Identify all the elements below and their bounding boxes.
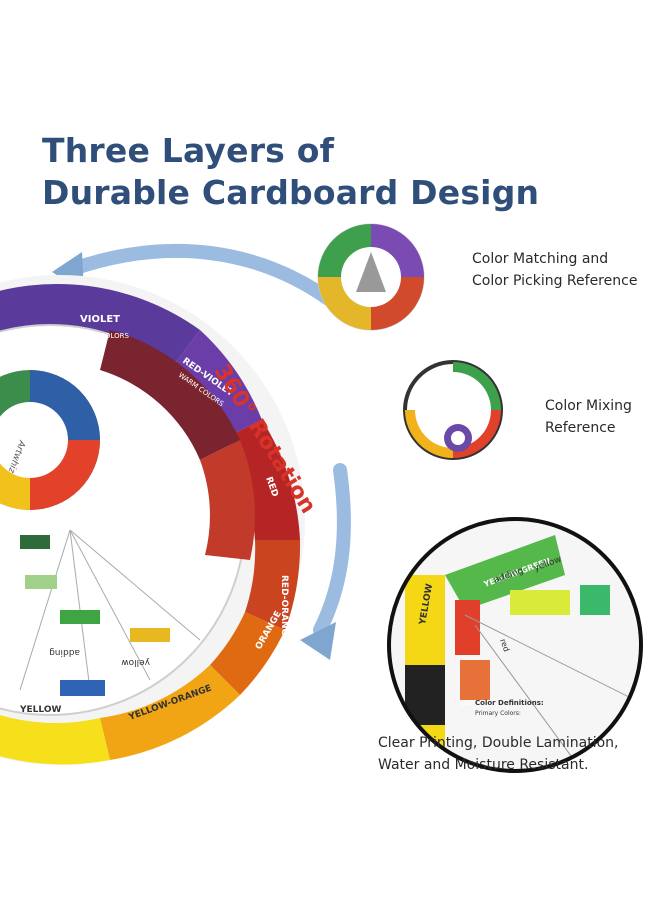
zoom-label-definitions: Color Definitions: <box>475 699 544 707</box>
feature-lamination: Clear Printing, Double Lamination, Water… <box>378 735 619 773</box>
mixing-wedges <box>19 529 201 696</box>
zoom-label-primary: Primary Colors: <box>475 710 521 717</box>
red-violet-band <box>170 330 262 440</box>
inner-red <box>200 440 255 560</box>
headline-line-2: Durable Cardboard Design <box>42 173 540 212</box>
zoom-label-red: red <box>498 638 511 653</box>
zoom-label-black: 100% Black <box>460 699 502 707</box>
yellow-orange-band <box>100 665 240 760</box>
label-cool-colors: COOL COLORS <box>78 332 129 340</box>
label-red-orange: RED-ORANGE <box>279 575 289 642</box>
yellow-band <box>0 715 110 765</box>
rotation-arrow-right <box>313 463 351 637</box>
color-mixing-wheel <box>403 360 503 460</box>
inner-dark-red <box>100 330 240 460</box>
orange-band <box>210 612 285 695</box>
rotation-arrowhead-bottom <box>300 622 336 660</box>
label-adding: adding <box>49 647 80 657</box>
label-violet: VIOLET <box>80 314 120 325</box>
feature-color-mixing: Color Mixing Reference <box>545 398 632 436</box>
lamination-detail: YELLOW-GREEN yellow adding YELLOW red 10… <box>387 517 643 773</box>
feature-color-matching: Color Matching and Color Picking Referen… <box>472 251 638 289</box>
rotation-arrow-top <box>63 243 337 307</box>
color-matching-wheel <box>317 223 425 331</box>
red-orange-band <box>245 540 301 630</box>
label-yellow-word: yellow <box>121 657 150 667</box>
headline-line-1: Three Layers of <box>42 131 335 170</box>
headline: Three Layers of Durable Cardboard Design <box>42 130 539 214</box>
label-yellow: YELLOW <box>19 705 61 715</box>
